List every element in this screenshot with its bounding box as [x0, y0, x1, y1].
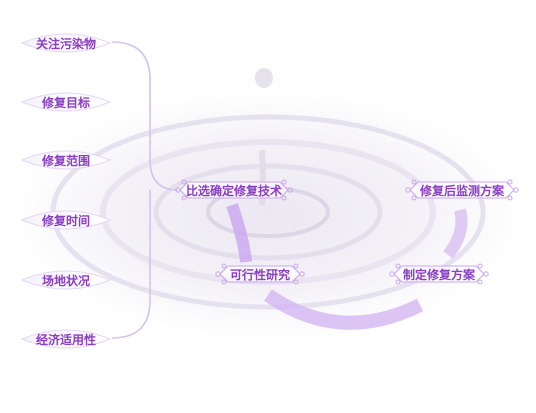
factor-label: 修复范围: [41, 153, 90, 168]
factor-leaf: 修复时间: [20, 204, 112, 236]
flow-arc-bottom: [264, 289, 424, 330]
step-feasibility-label: 可行性研究: [229, 267, 290, 282]
factor-leaf: 修复范围: [20, 144, 112, 176]
factor-leaf: 经济适用性: [20, 323, 112, 355]
factor-leaf: 场地状况: [20, 264, 112, 296]
step-plan-label: 制定修复方案: [402, 267, 475, 282]
factor-leaf: 关注污染物: [20, 27, 112, 59]
step-feasibility-study: 可行性研究: [212, 262, 308, 286]
factor-label: 修复时间: [41, 213, 90, 228]
factor-label: 关注污染物: [35, 36, 96, 51]
step-compare-technology: 比选确定修复技术: [172, 178, 296, 202]
step-remediation-plan: 制定修复方案: [386, 262, 492, 286]
flow-arc-right: [443, 208, 468, 259]
factor-label: 修复目标: [41, 95, 90, 110]
flow-arc-left: [226, 203, 252, 263]
step-monitoring-label: 修复后监测方案: [419, 183, 504, 198]
factor-leaf: 修复目标: [20, 86, 112, 118]
factor-label: 场地状况: [41, 273, 90, 288]
step-compare-label: 比选确定修复技术: [185, 183, 282, 198]
step-post-monitoring: 修复后监测方案: [402, 178, 522, 202]
factor-label: 经济适用性: [35, 332, 96, 347]
factor-connector: [111, 41, 179, 339]
